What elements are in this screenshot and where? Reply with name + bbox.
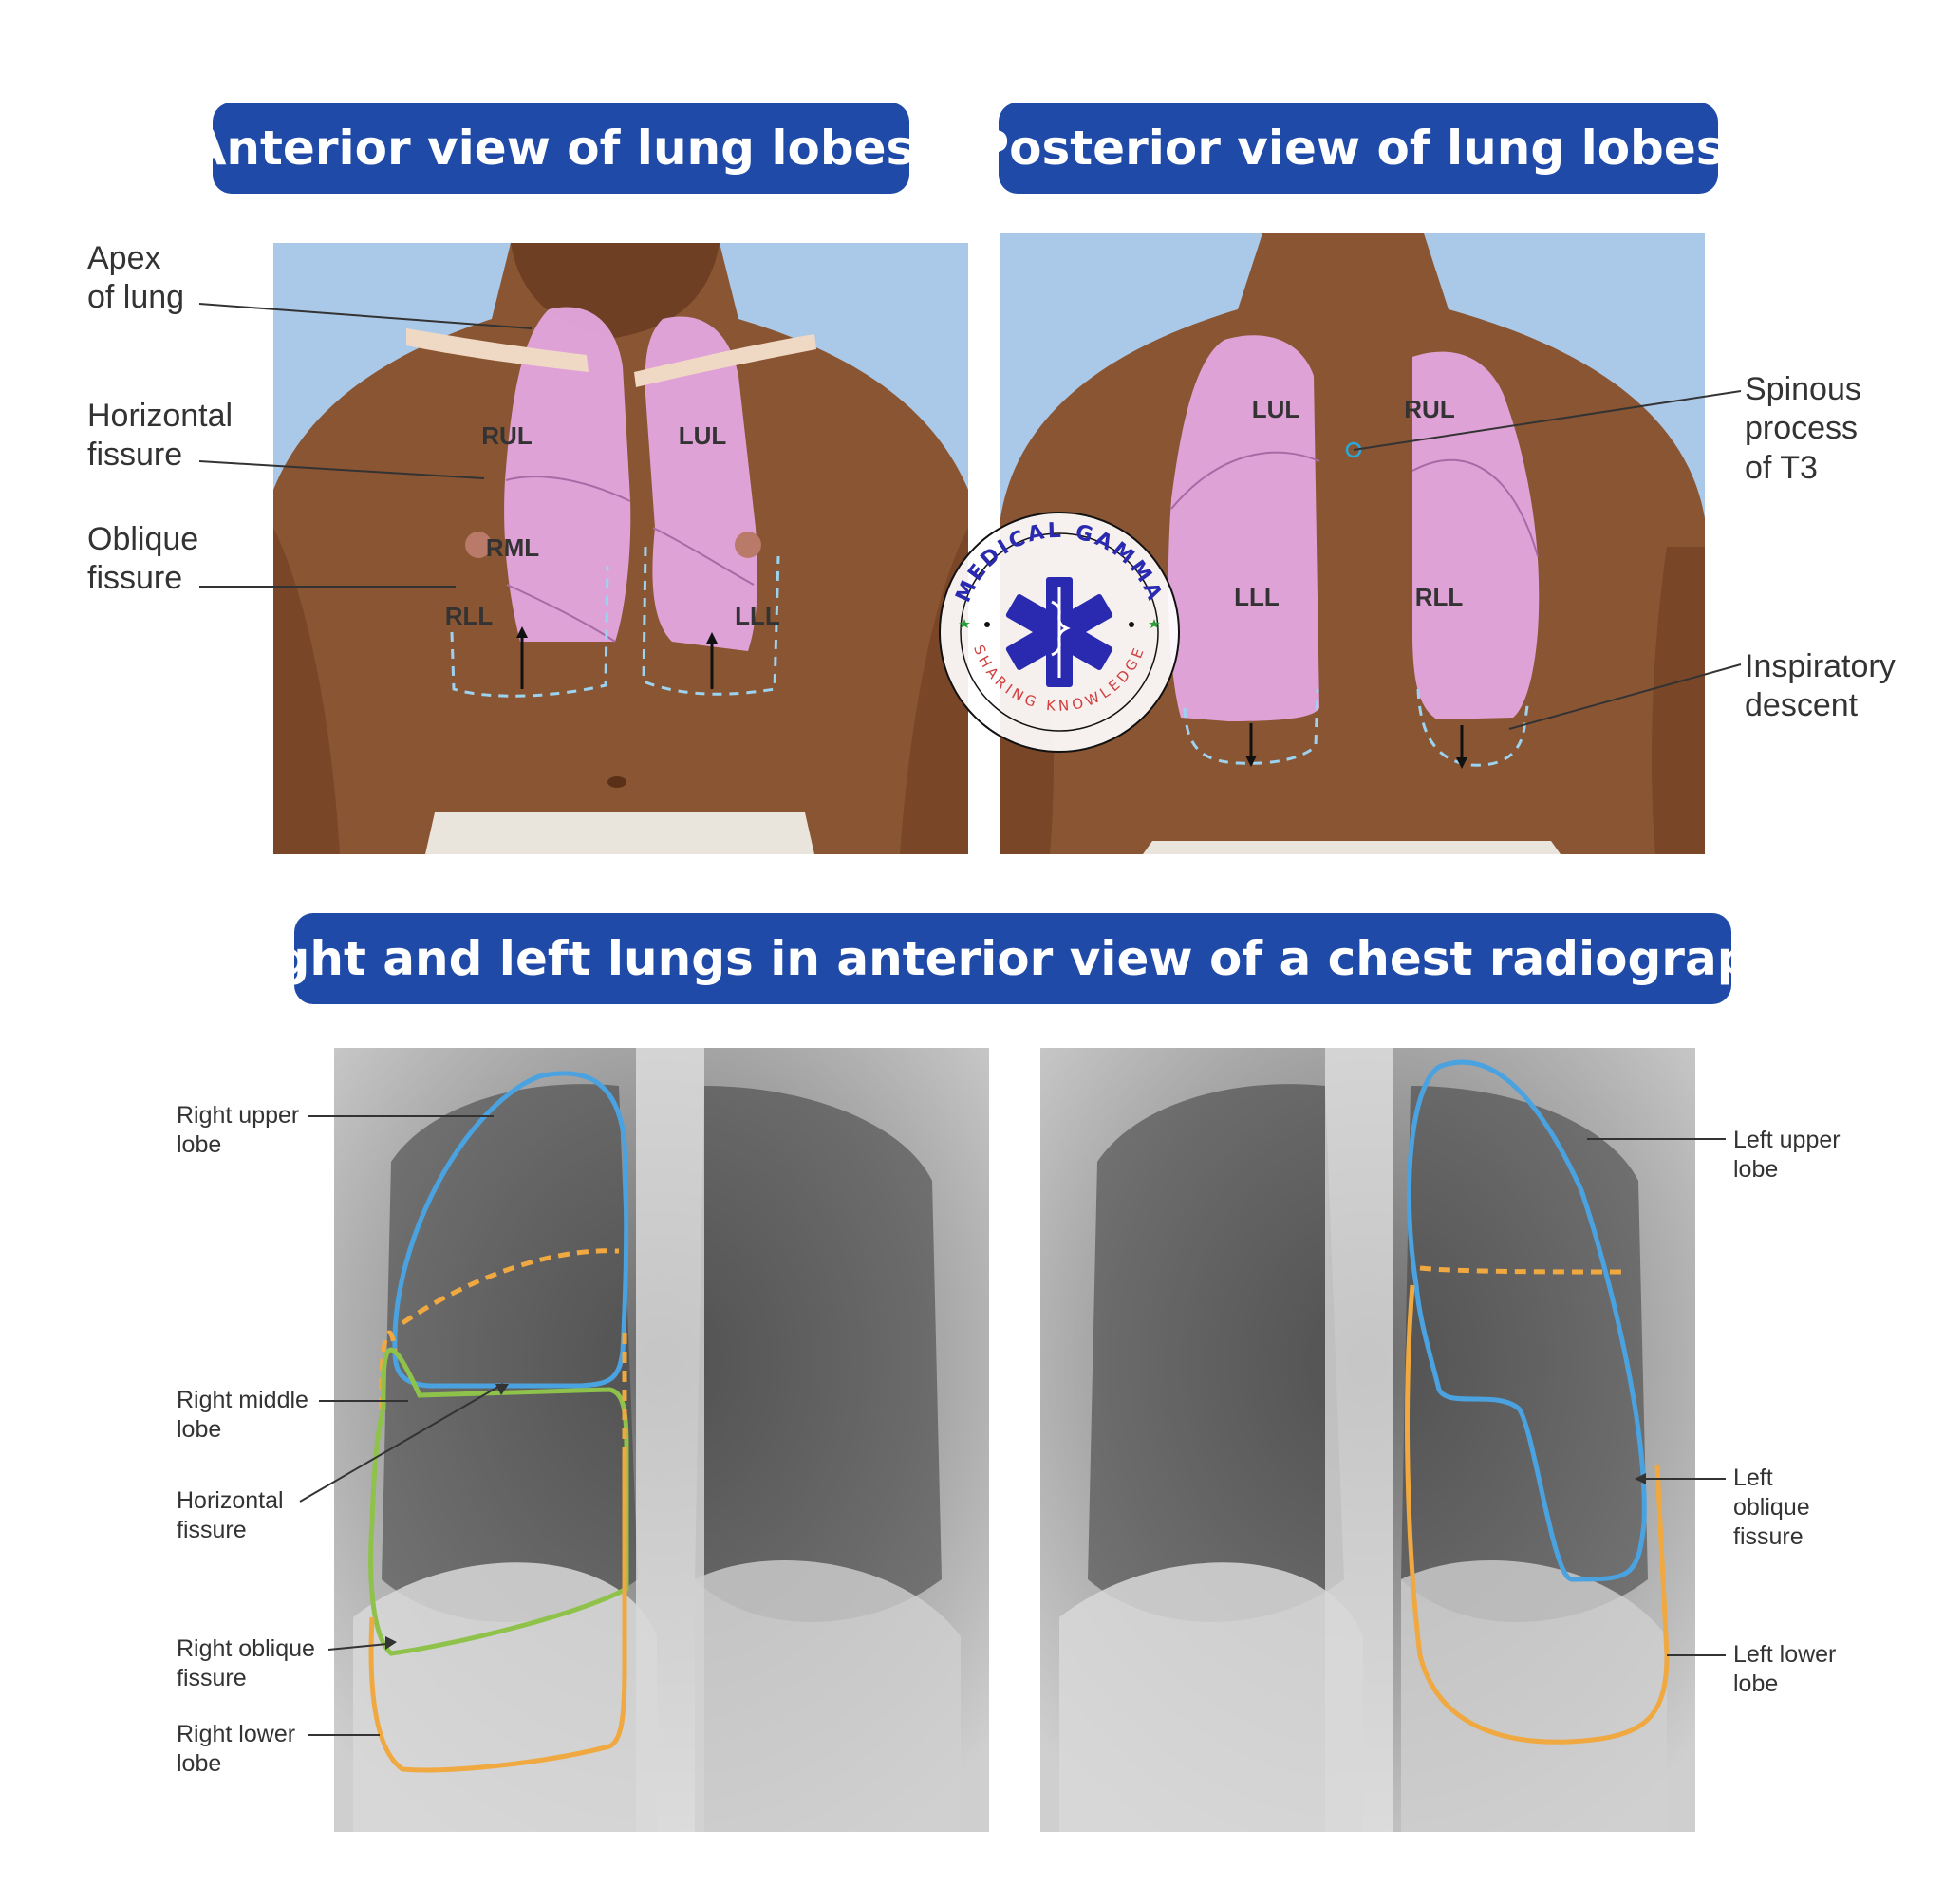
post-rll-label: RLL	[1415, 583, 1464, 611]
right-lower-lobe-label: Right lower lobe	[177, 1721, 296, 1777]
left-lower-lobe-label: Left lower lobe	[1733, 1641, 1837, 1697]
anterior-view-title: Anterior view of lung lobes.	[190, 103, 932, 194]
posterior-view-title: Posterior view of lung lobes.	[975, 103, 1743, 194]
horizontal-fissure-xray-label: Horizontal fissure	[177, 1487, 284, 1543]
radiograph-left-lung	[1040, 1048, 1695, 1832]
left-oblique-fissure-label: Left oblique fissure	[1733, 1465, 1810, 1550]
post-rul-label: RUL	[1404, 395, 1455, 423]
lul-label: LUL	[679, 421, 727, 450]
rml-label: RML	[486, 533, 539, 562]
lll-label: LLL	[735, 602, 780, 630]
rul-label: RUL	[481, 421, 533, 450]
right-middle-lobe-label: Right middle lobe	[177, 1387, 308, 1443]
anterior-chest-illustration: RUL LUL RML RLL LLL	[273, 243, 968, 854]
horizontal-fissure-label: Horizontal fissure	[87, 398, 234, 474]
posterior-back-illustration: LUL RUL LLL RLL	[1000, 233, 1705, 854]
inspiratory-descent-label: Inspiratory descent	[1745, 648, 1896, 724]
radiograph-title: Right and left lungs in anterior view of…	[223, 913, 1803, 1004]
rll-label: RLL	[445, 602, 494, 630]
spinous-process-label: Spinous process of T3	[1745, 371, 1861, 486]
post-lll-label: LLL	[1234, 583, 1280, 611]
right-oblique-fissure-label: Right oblique fissure	[177, 1635, 315, 1691]
apex-of-lung-label: Apex of lung	[87, 240, 185, 316]
medical-gamma-logo: MEDICAL GAMMA SHARING KNOWLEDGE	[939, 512, 1180, 753]
radiograph-right-lung	[334, 1048, 989, 1832]
right-upper-lobe-label: Right upper lobe	[177, 1102, 300, 1158]
left-upper-lobe-label: Left upper lobe	[1733, 1127, 1841, 1183]
oblique-fissure-label: Oblique fissure	[87, 521, 199, 597]
post-lul-label: LUL	[1252, 395, 1300, 423]
